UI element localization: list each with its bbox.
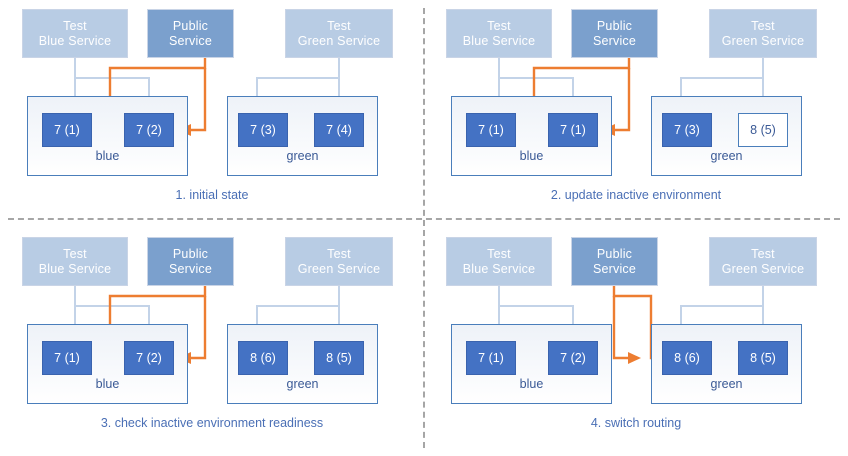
unit-green-1[interactable]: 8 (6)	[662, 341, 712, 375]
service-label-line1: Test	[751, 18, 775, 33]
unit-green-2[interactable]: 7 (4)	[314, 113, 364, 147]
service-label-line2: Service	[592, 261, 637, 276]
environment-label: blue	[519, 149, 544, 163]
service-test-blue[interactable]: Test Blue Service	[446, 9, 552, 58]
environment-label: green	[286, 149, 319, 163]
unit-green-1[interactable]: 7 (3)	[662, 113, 712, 147]
service-test-blue[interactable]: Test Blue Service	[22, 9, 128, 58]
service-label-line1: Public	[172, 18, 209, 33]
panel-4: Test Blue Service Public Service Test Gr…	[424, 228, 848, 456]
unit-blue-1[interactable]: 7 (1)	[466, 113, 516, 147]
service-test-green[interactable]: Test Green Service	[709, 9, 817, 58]
service-public[interactable]: Public Service	[571, 237, 658, 286]
environment-label: green	[710, 149, 743, 163]
unit-blue-2[interactable]: 7 (1)	[548, 113, 598, 147]
service-label-line1: Test	[63, 246, 87, 261]
unit-green-1[interactable]: 7 (3)	[238, 113, 288, 147]
unit-green-2[interactable]: 8 (5)	[738, 113, 788, 147]
unit-blue-1[interactable]: 7 (1)	[466, 341, 516, 375]
service-label-line2: Blue Service	[38, 261, 112, 276]
service-label-line1: Public	[172, 246, 209, 261]
service-label-line2: Green Service	[721, 33, 805, 48]
unit-green-1[interactable]: 8 (6)	[238, 341, 288, 375]
unit-green-2[interactable]: 8 (5)	[738, 341, 788, 375]
service-label-line2: Service	[592, 33, 637, 48]
panel-caption: 2. update inactive environment	[550, 188, 722, 202]
service-label-line1: Test	[327, 18, 351, 33]
service-label-line1: Test	[63, 18, 87, 33]
vertical-divider	[423, 8, 425, 448]
service-test-green[interactable]: Test Green Service	[285, 9, 393, 58]
service-label-line1: Test	[327, 246, 351, 261]
panel-caption: 1. initial state	[175, 188, 249, 202]
service-label-line2: Green Service	[721, 261, 805, 276]
unit-green-2[interactable]: 8 (5)	[314, 341, 364, 375]
service-label-line2: Green Service	[297, 261, 381, 276]
unit-blue-2[interactable]: 7 (2)	[124, 341, 174, 375]
service-test-green[interactable]: Test Green Service	[285, 237, 393, 286]
service-label-line1: Test	[487, 18, 511, 33]
panel-2: Test Blue Service Public Service Test Gr…	[424, 0, 848, 228]
environment-label: blue	[519, 377, 544, 391]
environment-label: green	[710, 377, 743, 391]
panel-3: Test Blue Service Public Service Test Gr…	[0, 228, 424, 456]
service-label-line2: Service	[168, 33, 213, 48]
service-test-blue[interactable]: Test Blue Service	[22, 237, 128, 286]
unit-blue-1[interactable]: 7 (1)	[42, 341, 92, 375]
service-public[interactable]: Public Service	[147, 9, 234, 58]
service-public[interactable]: Public Service	[147, 237, 234, 286]
service-label-line1: Test	[751, 246, 775, 261]
service-label-line2: Service	[168, 261, 213, 276]
service-label-line2: Blue Service	[462, 33, 536, 48]
service-label-line2: Blue Service	[38, 33, 112, 48]
service-test-blue[interactable]: Test Blue Service	[446, 237, 552, 286]
environment-label: green	[286, 377, 319, 391]
panel-caption: 3. check inactive environment readiness	[100, 416, 324, 430]
service-label-line2: Blue Service	[462, 261, 536, 276]
horizontal-divider	[8, 218, 840, 220]
unit-blue-1[interactable]: 7 (1)	[42, 113, 92, 147]
service-public[interactable]: Public Service	[571, 9, 658, 58]
service-test-green[interactable]: Test Green Service	[709, 237, 817, 286]
unit-blue-2[interactable]: 7 (2)	[124, 113, 174, 147]
unit-blue-2[interactable]: 7 (2)	[548, 341, 598, 375]
panel-caption: 4. switch routing	[590, 416, 682, 430]
panel-1: Test Blue Service Public Service Test Gr…	[0, 0, 424, 228]
environment-label: blue	[95, 377, 120, 391]
service-label-line1: Public	[596, 18, 633, 33]
service-label-line1: Public	[596, 246, 633, 261]
service-label-line2: Green Service	[297, 33, 381, 48]
service-label-line1: Test	[487, 246, 511, 261]
environment-label: blue	[95, 149, 120, 163]
